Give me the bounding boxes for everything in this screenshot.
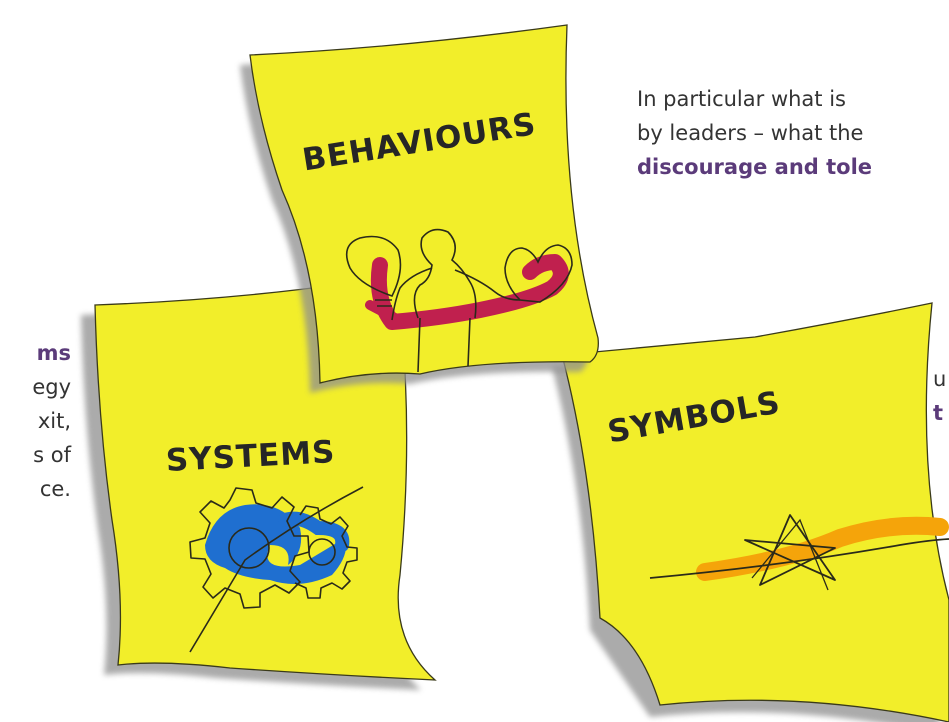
behaviours-description-highlight: discourage and tole [637, 155, 873, 179]
symbols-description: u t [933, 362, 946, 430]
behaviours-card [240, 24, 599, 393]
systems-description-line: xit, [37, 409, 71, 433]
systems-description-line: ce. [39, 477, 71, 501]
behaviours-description-line: by leaders – what the [637, 121, 864, 145]
symbols-description-line: u [933, 367, 947, 391]
symbols-description-highlight: t [933, 401, 944, 425]
behaviours-description-line: In particular what is [637, 87, 846, 111]
behaviours-card-paper [249, 24, 599, 384]
systems-description-line: egy [32, 375, 71, 399]
systems-description: ms egy xit, s of ce. [32, 336, 71, 506]
systems-card [81, 282, 437, 690]
systems-description-line: s of [33, 443, 71, 467]
star-doodle-icon [649, 514, 949, 591]
behaviours-description: In particular what is by leaders – what … [637, 82, 872, 184]
gears-doodle-icon [189, 486, 364, 653]
symbols-card [552, 302, 949, 722]
symbols-card-paper [561, 302, 949, 722]
systems-description-highlight: ms [36, 341, 71, 365]
person-bulb-heart-icon [345, 228, 573, 373]
